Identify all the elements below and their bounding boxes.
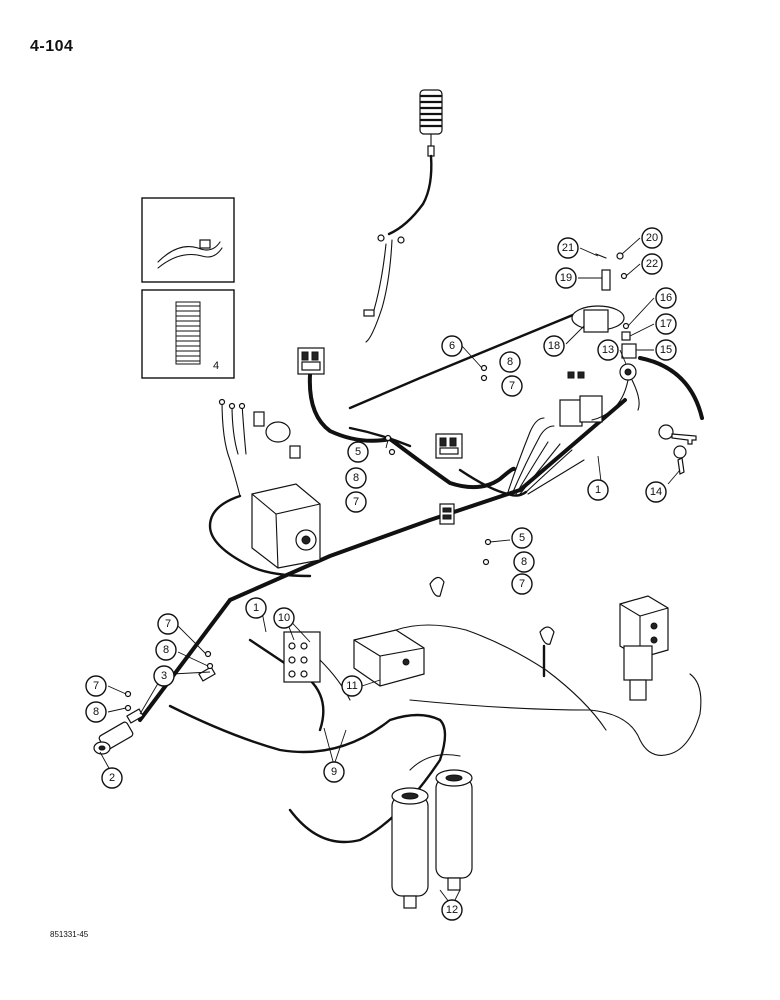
callout-7: 7 [501,375,523,397]
callout-label: 20 [646,232,658,244]
harness-branch-left [348,426,412,448]
hardware-bits [124,364,492,712]
inset-conduit [141,289,235,379]
callout-label: 22 [646,258,658,270]
top-sender [387,89,443,236]
callout-11: 11 [341,675,363,697]
callout-21: 21 [557,237,579,259]
solenoid-block [353,624,607,731]
callout-10: 10 [273,607,295,629]
connector-block-a [297,347,325,375]
callout-label: 13 [602,344,614,356]
filter-left [391,787,429,909]
callout-label: 15 [660,344,672,356]
callout-5: 5 [347,441,369,463]
lower-clamps [429,576,555,678]
callout-label: 8 [163,644,169,656]
connector-block-c [439,503,455,525]
callout-15: 15 [655,339,677,361]
callout-label: 9 [331,766,337,778]
callout-label: 5 [519,532,525,544]
callout-13: 13 [597,339,619,361]
callout-22: 22 [641,253,663,275]
main-harness-upper [348,308,587,410]
inset-cable-tie [141,197,235,283]
figure-code: 851331-45 [50,930,89,939]
callout-1: 1 [245,597,267,619]
callout-label: 1 [253,602,259,614]
callout-18: 18 [543,335,565,357]
ignition-switch-area [571,305,704,421]
callout-label: 7 [93,680,99,692]
callout-label: 21 [562,242,574,254]
callout-14: 14 [645,481,667,503]
terminal-cluster [283,631,351,701]
conduit-coil [175,301,201,365]
upper-clamp [363,234,405,343]
callout-8: 8 [85,701,107,723]
left-drop-wires [218,398,301,497]
callout-label: 16 [660,292,672,304]
callout-label: 19 [560,272,572,284]
callout-label: 7 [509,380,515,392]
callout-1: 1 [587,479,609,501]
callout-label: 10 [278,612,290,624]
callout-20: 20 [641,227,663,249]
connector-block-b [435,433,463,459]
ignition-keys [658,424,697,475]
valve-wire [409,673,702,756]
callout-label: 18 [548,340,560,352]
callout-label: 8 [353,472,359,484]
harness-band-a [198,666,216,682]
callout-label: 11 [346,680,357,692]
callout-label: 7 [519,578,525,590]
callout-9: 9 [323,761,345,783]
harness-to-connector [138,598,232,722]
callout-12: 12 [441,899,463,921]
wire-fan [507,371,603,495]
callout-label: 1 [595,484,601,496]
plug-connector [93,721,134,755]
callout-8: 8 [155,639,177,661]
page-number: 4-104 [30,38,74,55]
callout-label: 14 [650,486,662,498]
harness-loop-center [307,373,516,490]
callout-label: 17 [660,318,672,330]
callout-8: 8 [499,351,521,373]
callout-6: 6 [441,335,463,357]
callout-label: 8 [521,556,527,568]
callout-label: 5 [355,446,361,458]
lower-loop-harness [168,704,447,844]
control-valve [619,595,669,701]
callout-2: 2 [101,767,123,789]
callout-label: 7 [353,496,359,508]
callout-16: 16 [655,287,677,309]
callout-label: 8 [93,706,99,718]
callout-7: 7 [511,573,533,595]
callout-17: 17 [655,313,677,335]
callout-label: 7 [165,618,171,630]
callout-7: 7 [345,491,367,513]
callout-8: 8 [345,467,367,489]
callout-3: 3 [153,665,175,687]
callout-label: 8 [507,356,513,368]
callout-8: 8 [513,551,535,573]
callout-19: 19 [555,267,577,289]
callout-label: 2 [109,772,115,784]
callout-label: 12 [446,904,458,916]
callout-7: 7 [157,613,179,635]
main-harness-lower [228,398,627,602]
callout-label: 3 [161,670,167,682]
callout-5: 5 [511,527,533,549]
bracket-hardware [595,252,628,291]
small-hardware-16-17 [621,322,631,341]
callout-7: 7 [85,675,107,697]
callout-4-label: 4 [213,360,219,372]
filter-wire [409,754,461,771]
electrical-unit [208,483,321,578]
filter-right [435,769,473,891]
harness-branch-right [458,468,528,497]
callout-label: 6 [449,340,455,352]
